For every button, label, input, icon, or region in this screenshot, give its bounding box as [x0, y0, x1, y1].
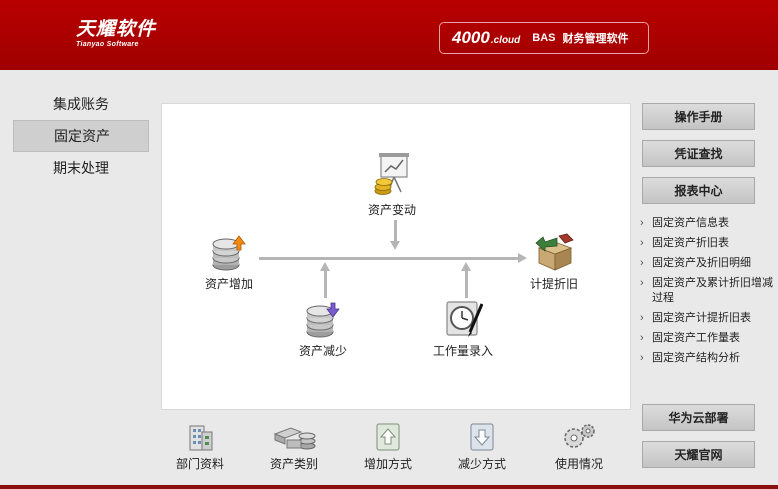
report-link-asset-info[interactable]: › 固定资产信息表 [640, 216, 775, 231]
clock-pen-icon [446, 301, 483, 337]
chevron-right-icon: › [640, 312, 644, 324]
database-add-icon [212, 235, 246, 271]
report-link-label: 固定资产信息表 [652, 217, 729, 229]
document-up-icon [376, 423, 400, 451]
company-logo[interactable]: 天耀软件 Tianyao Software [76, 19, 157, 49]
flow-arrow-workload [461, 262, 471, 271]
node-depreciation[interactable]: 计提折旧 [530, 232, 578, 292]
gears-icon [564, 424, 595, 448]
nav-item-integrated-accounts[interactable]: 集成账务 [13, 88, 149, 120]
logo-chinese: 天耀软件 [76, 19, 157, 40]
bottom-label: 增加方式 [364, 457, 413, 471]
node-label: 资产减少 [299, 344, 348, 358]
bottom-label: 使用情况 [555, 457, 604, 471]
report-link-asset-depreciation-detail[interactable]: › 固定资产及折旧明细 [640, 256, 775, 271]
node-asset-decrease[interactable]: 资产减少 [299, 301, 347, 359]
building-icon [189, 425, 213, 451]
report-center-button[interactable]: 报表中心 [642, 177, 755, 204]
brand-cloud: .cloud [490, 35, 521, 46]
node-asset-increase[interactable]: 资产增加 [205, 234, 253, 292]
nav-item-label: 集成账务 [53, 96, 109, 112]
chevron-right-icon: › [640, 257, 644, 269]
node-label: 资产变动 [368, 203, 417, 217]
node-label: 工作量录入 [433, 344, 494, 358]
presentation-coins-icon [374, 153, 409, 195]
report-link-accumulated-change[interactable]: › 固定资产及累计折旧增减过程 [640, 276, 775, 306]
report-link-workload[interactable]: › 固定资产工作量表 [640, 331, 775, 346]
node-label: 资产增加 [205, 277, 254, 291]
flow-panel: 资产变动 资产增加 资产减少 [161, 103, 631, 410]
report-link-label: 固定资产及累计折旧增减过程 [652, 277, 773, 304]
bottom-item-departments[interactable]: 部门资料 [176, 420, 224, 472]
official-site-button[interactable]: 天耀官网 [642, 441, 755, 468]
node-label: 计提折旧 [530, 277, 579, 291]
flow-arrow-change [390, 241, 400, 250]
chevron-right-icon: › [640, 352, 644, 364]
node-workload-entry[interactable]: 工作量录入 [433, 299, 493, 359]
chevron-right-icon: › [640, 237, 644, 249]
app-header: 天耀软件 Tianyao Software 4000 .cloud BAS 财务… [0, 0, 778, 70]
nav-item-label: 固定资产 [54, 128, 110, 144]
footer-bar [0, 485, 778, 489]
brand-bas: BAS [532, 32, 556, 44]
report-link-label: 固定资产计提折旧表 [652, 312, 751, 324]
document-down-icon [470, 423, 494, 451]
bottom-label: 减少方式 [458, 457, 507, 471]
report-list: › 固定资产信息表 › 固定资产折旧表 › 固定资产及折旧明细 › 固定资产及累… [640, 216, 775, 371]
brand-subtitle: 财务管理软件 [562, 33, 629, 45]
chevron-right-icon: › [640, 277, 644, 289]
report-link-depreciation[interactable]: › 固定资产折旧表 [640, 236, 775, 251]
bottom-item-reduce-methods[interactable]: 减少方式 [458, 420, 506, 472]
nav-item-label: 期末处理 [53, 160, 109, 176]
report-link-structure-analysis[interactable]: › 固定资产结构分析 [640, 351, 775, 366]
report-link-label: 固定资产结构分析 [652, 352, 740, 364]
bottom-item-asset-categories[interactable]: 资产类别 [270, 420, 318, 472]
node-asset-change[interactable]: 资产变动 [368, 152, 416, 218]
flow-arrow-main [518, 253, 527, 263]
flow-arrow-decrease [320, 262, 330, 271]
bottom-item-add-methods[interactable]: 增加方式 [364, 420, 412, 472]
nav-item-period-end[interactable]: 期末处理 [13, 152, 149, 184]
bottom-label: 资产类别 [270, 457, 319, 471]
report-link-label: 固定资产及折旧明细 [652, 257, 751, 269]
stacks-icon [273, 427, 316, 450]
chevron-right-icon: › [640, 217, 644, 229]
report-link-label: 固定资产折旧表 [652, 237, 729, 249]
box-arrow-icon [535, 233, 574, 271]
voucher-search-button[interactable]: 凭证查找 [642, 140, 755, 167]
flow-line-change [394, 220, 397, 242]
flow-line-main [259, 257, 519, 260]
flow-line-decrease [324, 270, 327, 298]
huawei-cloud-button[interactable]: 华为云部署 [642, 404, 755, 431]
brand-number: 4000 [452, 28, 490, 47]
database-remove-icon [306, 302, 340, 338]
product-brand: 4000 .cloud BAS 财务管理软件 [439, 22, 649, 54]
bottom-label: 部门资料 [176, 457, 225, 471]
chevron-right-icon: › [640, 332, 644, 344]
bottom-item-usage-status[interactable]: 使用情况 [555, 420, 603, 472]
flow-line-workload [465, 270, 468, 298]
report-link-accrued-depreciation[interactable]: › 固定资产计提折旧表 [640, 311, 775, 326]
nav-item-fixed-assets[interactable]: 固定资产 [13, 120, 149, 152]
logo-english: Tianyao Software [76, 41, 139, 48]
report-link-label: 固定资产工作量表 [652, 332, 740, 344]
manual-button[interactable]: 操作手册 [642, 103, 755, 130]
